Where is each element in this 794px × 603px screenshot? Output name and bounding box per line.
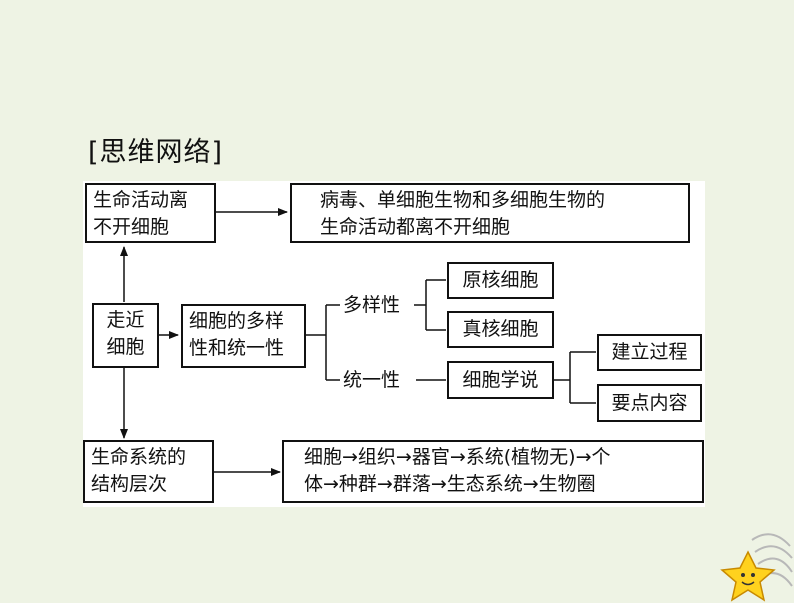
node-key-content: 要点内容: [597, 384, 702, 422]
node-approach-cell: 走近 细胞: [92, 303, 159, 368]
node-life-system-detail: 细胞→组织→器官→系统(植物无)→个 体→种群→群落→生态系统→生物圈: [282, 440, 704, 503]
node-cell-theory: 细胞学说: [447, 361, 554, 399]
bracket-diversity: [414, 279, 446, 331]
node-founding-process: 建立过程: [597, 334, 702, 371]
label-diversity: 多样性: [343, 294, 401, 316]
bracket-cell-theory: [554, 351, 596, 404]
node-diversity-unity: 细胞的多样 性和统一性: [181, 304, 306, 368]
section-title: [思维网络]: [88, 137, 224, 168]
node-eukaryotic: 真核细胞: [447, 311, 554, 348]
node-prokaryotic: 原核细胞: [447, 262, 554, 299]
node-life-activity-detail: 病毒、单细胞生物和多细胞生物的 生命活动都离不开细胞: [290, 183, 690, 243]
bracket-diversity-unity: [306, 304, 340, 381]
node-life-activity: 生命活动离 不开细胞: [85, 183, 216, 243]
label-unity: 统一性: [343, 369, 401, 391]
node-life-system: 生命系统的 结构层次: [83, 440, 214, 503]
